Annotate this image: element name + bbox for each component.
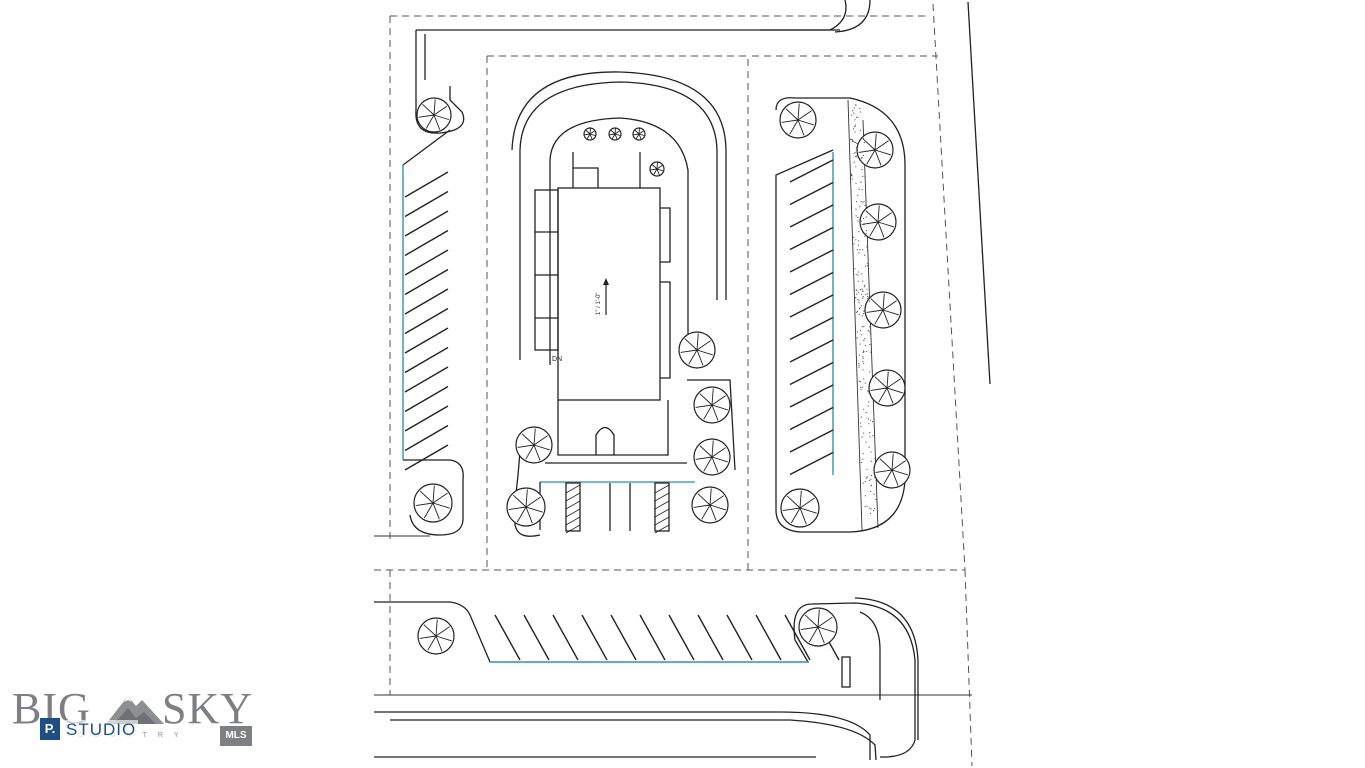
parking-stall-line (404, 444, 449, 471)
tree-symbol (868, 369, 906, 407)
down-label: DN (552, 356, 562, 363)
tree-symbol (417, 617, 455, 655)
tree-symbol (416, 97, 452, 133)
hatch-line (565, 516, 581, 526)
tree-symbol (506, 487, 546, 527)
parking-stall-line (789, 406, 834, 431)
parking-stall-line (789, 271, 834, 296)
parking-stall-line (789, 451, 834, 476)
scale-note: 1" / 1'-0" (596, 293, 602, 315)
tree-symbol (779, 101, 817, 139)
hatch-line (565, 484, 581, 494)
parking-stall-line (789, 361, 834, 386)
parking-stall-line (404, 229, 449, 257)
parking-stall-line (784, 614, 811, 661)
parking-stall-line (404, 307, 449, 335)
parking-stall-line (552, 614, 579, 661)
planting-strip-stipple (850, 104, 877, 515)
road-edges (374, 0, 991, 761)
parking-stall-line (789, 249, 834, 273)
hatch-line (565, 492, 581, 502)
hatch-line (654, 500, 670, 510)
tree-symbol (632, 127, 646, 141)
west-parking-row (402, 29, 840, 536)
parking-stall-line (404, 288, 449, 315)
tree-symbol (780, 488, 820, 528)
mls-badge: MLS (220, 726, 252, 746)
parking-stall-line (404, 327, 449, 354)
parking-stall-line (404, 366, 449, 393)
tree-symbol (608, 127, 622, 141)
parking-stall-line (639, 614, 666, 661)
parking-stall-line (789, 384, 834, 408)
parking-stall-line (789, 294, 834, 318)
parking-stall-line (789, 429, 834, 453)
parking-stall-line (523, 614, 550, 661)
parking-stall-line (789, 339, 834, 363)
parking-stall-line (726, 614, 753, 661)
parking-stall-line (789, 204, 834, 228)
hatch-line (654, 484, 670, 494)
building-footprint (557, 187, 661, 401)
tree-symbol (864, 291, 902, 329)
studio-label: STUDIO (64, 720, 139, 740)
parking-stall-line (755, 614, 782, 661)
parking-stall-line (404, 210, 449, 237)
hatch-line (565, 508, 581, 518)
trees (413, 97, 911, 655)
big-sky-mls-logo: BIG SKY COUNTRY P. STUDIO MLS (12, 686, 262, 750)
hatch-line (565, 524, 581, 534)
tree-symbol (583, 127, 597, 141)
parking-stall-line (697, 614, 724, 661)
p-badge: P. (40, 718, 60, 740)
tree-symbol (873, 451, 911, 489)
east-parking-row (775, 97, 906, 533)
parking-stall-line (581, 614, 608, 661)
hatch-line (654, 524, 670, 534)
parking-stall-line (789, 181, 834, 206)
parking-stall-line (404, 424, 449, 452)
parking-stall-line (404, 249, 449, 276)
parking-stall-line (404, 171, 449, 198)
tree-symbol (859, 203, 897, 241)
parking-stall-line (610, 614, 637, 661)
tree-symbol (693, 386, 731, 424)
parking-stall-line (404, 385, 449, 413)
tree-symbol (856, 131, 894, 169)
parking-stall-line (668, 614, 695, 661)
tree-symbol (413, 483, 453, 523)
hatch-line (654, 492, 670, 502)
parking-stall-line (404, 346, 449, 374)
parking-stall-line (789, 226, 834, 251)
parking-stall-line (404, 405, 449, 432)
logo-word-sky: SKY (162, 684, 254, 733)
parking-stall-line (494, 614, 521, 661)
drive-thru-stalls (514, 449, 695, 537)
hatch-line (654, 516, 670, 526)
tree-symbol (649, 161, 665, 177)
tree-symbol (515, 426, 553, 464)
tree-symbol (693, 438, 731, 476)
hatch-line (565, 500, 581, 510)
parking-stall-line (404, 190, 449, 218)
tree-symbol (691, 486, 729, 524)
parking-stall-line (789, 159, 834, 183)
building: DN 1" / 1'-0" (511, 71, 736, 471)
parking-stall-line (404, 268, 449, 296)
parking-stall-line (789, 316, 834, 341)
property-boundaries (374, 3, 973, 767)
tree-symbol (798, 607, 838, 647)
tree-symbol (678, 331, 716, 369)
hatch-line (654, 508, 670, 518)
